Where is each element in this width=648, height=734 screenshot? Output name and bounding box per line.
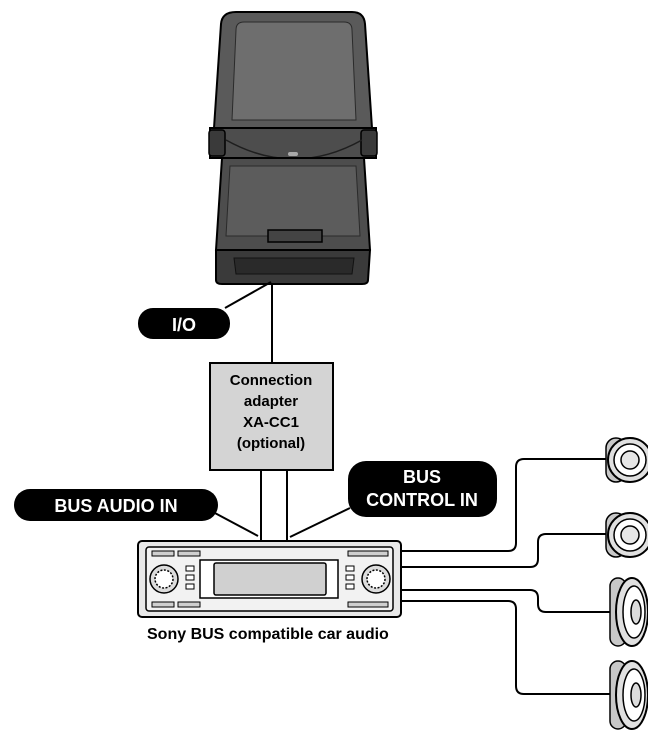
io-label: I/O xyxy=(138,308,230,339)
bus-audio-in-label: BUS AUDIO IN xyxy=(14,489,218,521)
woofer-speaker-icon xyxy=(609,577,648,647)
car-audio-unit-icon xyxy=(137,540,402,618)
svg-text:BUS: BUS xyxy=(403,467,441,487)
bus-control-in-label: BUS CONTROL IN xyxy=(348,461,497,517)
tweeter-speaker-icon xyxy=(605,512,648,558)
speaker-wire-3 xyxy=(401,589,612,613)
svg-text:(optional): (optional) xyxy=(237,435,305,452)
svg-text:Connection: Connection xyxy=(230,372,313,389)
svg-text:XA-CC1: XA-CC1 xyxy=(243,414,299,431)
svg-text:adapter: adapter xyxy=(244,393,298,410)
speaker-wire-2 xyxy=(401,533,612,568)
woofer-speaker-icon xyxy=(609,660,648,730)
phone-cradle-icon xyxy=(208,11,378,285)
svg-text:CONTROL IN: CONTROL IN xyxy=(366,490,478,510)
svg-text:I/O: I/O xyxy=(172,315,196,335)
connection-adapter-box: Connection adapter XA-CC1 (optional) xyxy=(209,362,334,471)
svg-text:BUS AUDIO IN: BUS AUDIO IN xyxy=(54,496,177,516)
tweeter-speaker-icon xyxy=(605,437,648,483)
speaker-wire-1 xyxy=(401,458,612,552)
speaker-wire-4 xyxy=(401,600,612,695)
car-audio-caption: Sony BUS compatible car audio xyxy=(147,626,389,643)
label-pointers xyxy=(212,281,351,538)
cables xyxy=(260,284,612,695)
